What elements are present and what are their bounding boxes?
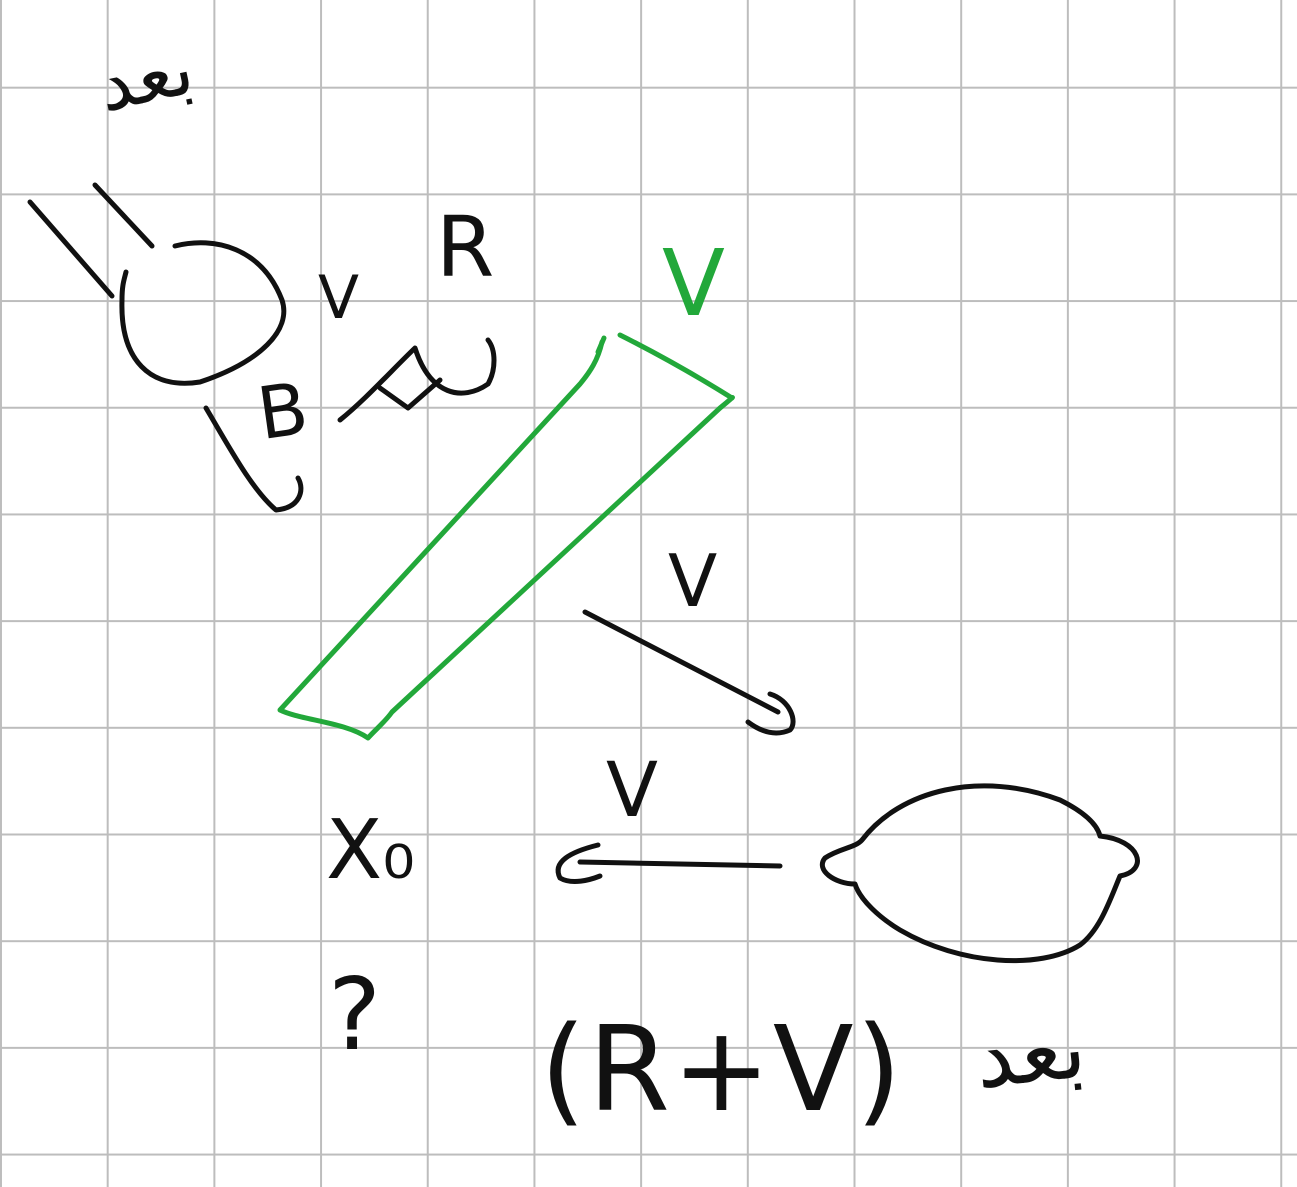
arrow-left-head <box>555 842 603 884</box>
green-slab-top-edge <box>595 335 607 355</box>
arrow-down-right-head <box>745 691 796 736</box>
arrow-left-stroke <box>577 859 783 869</box>
green-slab-outline <box>277 332 735 741</box>
arrow-down-right-stroke <box>582 609 781 715</box>
eye-shape-outline <box>820 783 1140 964</box>
hatch-mark-2 <box>92 182 155 249</box>
sum-expression: (R+V) <box>540 1000 904 1138</box>
v-label-green: V <box>662 230 725 337</box>
r-label: R <box>436 198 495 296</box>
hatch-mark-1 <box>27 199 115 299</box>
bracket-stroke <box>203 405 304 513</box>
v-label-arrow-down: V <box>668 539 718 623</box>
lens-outline-stroke <box>119 240 287 386</box>
x0-label: X₀ <box>326 803 416 898</box>
v-label-black: V <box>318 263 360 333</box>
curved-arrow-stroke <box>337 337 497 423</box>
curved-arrow-head <box>377 377 443 411</box>
v-label-arrow-left: V <box>606 745 658 834</box>
question-mark: ? <box>328 956 382 1073</box>
